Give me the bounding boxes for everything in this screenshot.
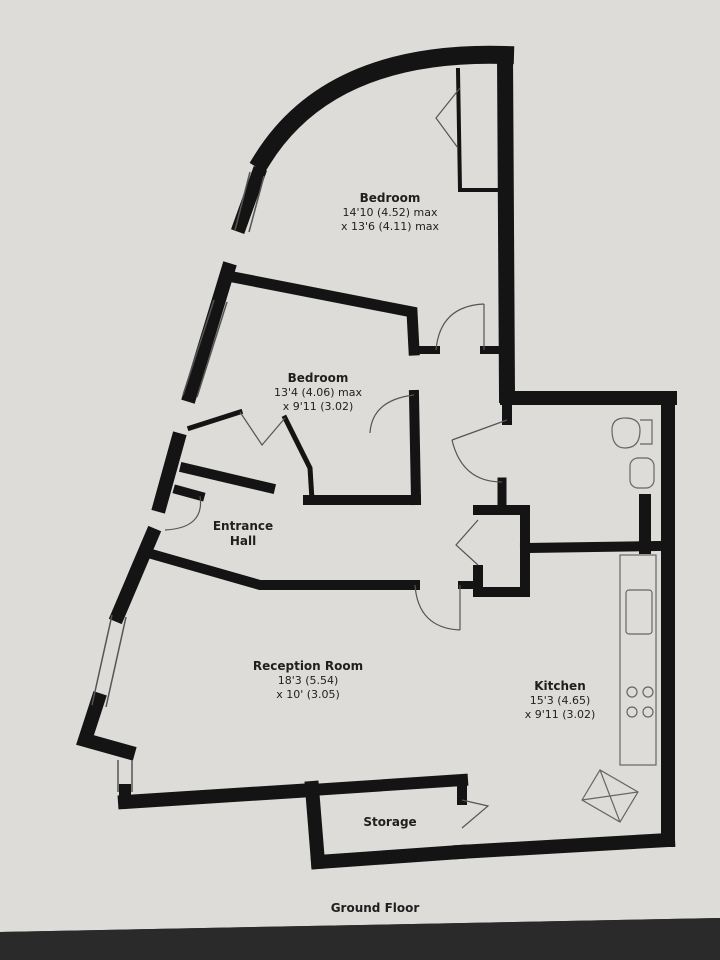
door-bedroom2-arc bbox=[369, 394, 415, 434]
sink-icon bbox=[625, 589, 653, 635]
outer-wall-right-bedroom bbox=[496, 46, 516, 404]
storage-left bbox=[304, 780, 326, 870]
storage-top bbox=[305, 773, 469, 797]
bedroom2-right-wall-lower bbox=[408, 389, 422, 506]
kitchen-dim1: 15'3 (4.65) bbox=[530, 694, 591, 707]
west-wall-bedroom2 bbox=[181, 261, 237, 404]
fixtures bbox=[581, 417, 657, 823]
door-entrance-arc bbox=[164, 495, 202, 531]
outer-wall-curve bbox=[249, 45, 515, 173]
paper-sheet bbox=[0, 0, 720, 932]
reception-bottom-wall bbox=[117, 782, 320, 810]
interior-walls bbox=[148, 67, 666, 597]
kitchen-dim2: x 9'11 (3.02) bbox=[525, 708, 596, 721]
bedroom1-dim1: 14'10 (4.52) max bbox=[342, 206, 438, 219]
outer-wall-bottom-kitchen bbox=[452, 832, 676, 860]
window-bedroom1-inner bbox=[248, 175, 265, 233]
reception-dim1: 18'3 (5.54) bbox=[278, 674, 339, 687]
bedroom2-top-wall bbox=[221, 269, 420, 356]
notch-wall bbox=[76, 691, 137, 761]
window-bedroom1 bbox=[234, 171, 251, 231]
door-cupboard bbox=[455, 519, 479, 566]
door-wardrobe1 bbox=[435, 87, 461, 149]
west-wall-hall bbox=[151, 431, 187, 514]
bedroom2-dim2: x 9'11 (3.02) bbox=[283, 400, 354, 413]
floor-label: Ground Floor bbox=[331, 901, 420, 915]
hall-upper-wall bbox=[172, 484, 206, 502]
reception-dim2: x 10' (3.05) bbox=[276, 688, 340, 701]
storage-bottom bbox=[310, 844, 468, 870]
reception-name: Reception Room bbox=[253, 659, 363, 673]
storage-name: Storage bbox=[363, 815, 416, 829]
room-labels: Bedroom 14'10 (4.52) max x 13'6 (4.11) m… bbox=[213, 191, 595, 915]
bedroom2-bottom-wall-left bbox=[178, 461, 277, 495]
doors bbox=[164, 87, 508, 829]
windows bbox=[91, 171, 265, 792]
door-bathroom-leaf bbox=[451, 419, 508, 441]
west-wall-reception bbox=[108, 525, 162, 625]
door-storage bbox=[461, 799, 490, 829]
bedroom2-name: Bedroom bbox=[288, 371, 349, 385]
bedroom1-dim2: x 13'6 (4.11) max bbox=[341, 220, 440, 233]
bedroom2-wardrobe bbox=[186, 408, 315, 503]
window-reception bbox=[91, 614, 113, 706]
window-reception-inner bbox=[105, 616, 127, 708]
hall-reception-wall bbox=[148, 548, 420, 590]
boiler-icon bbox=[581, 769, 639, 823]
hob-ring-icon bbox=[626, 686, 638, 698]
door-reception-arc bbox=[414, 584, 461, 631]
west-wall-bedroom1 bbox=[231, 166, 267, 234]
hob-ring-icon bbox=[642, 686, 654, 698]
entrance-line2: Hall bbox=[230, 534, 256, 548]
bedroom1-name: Bedroom bbox=[360, 191, 421, 205]
bathroom-bottom-wall bbox=[519, 540, 666, 554]
entrance-line1: Entrance bbox=[213, 519, 273, 533]
bedroom1-wardrobe bbox=[455, 67, 502, 192]
bedroom2-dim1: 13'4 (4.06) max bbox=[274, 386, 363, 399]
kitchen-worktop bbox=[619, 554, 657, 766]
walls bbox=[76, 45, 677, 870]
basin-icon bbox=[629, 457, 655, 489]
door-bathroom-arc bbox=[451, 439, 503, 483]
hob-ring-icon bbox=[642, 706, 654, 718]
hob-ring-icon bbox=[626, 706, 638, 718]
toilet-icon bbox=[611, 417, 653, 449]
door-bedroom1-arc bbox=[435, 303, 485, 351]
dark-background bbox=[0, 918, 720, 960]
window-bedroom2 bbox=[182, 299, 215, 396]
door-wardrobe2 bbox=[239, 411, 286, 446]
kitchen-name: Kitchen bbox=[534, 679, 586, 693]
window-bedroom2-inner bbox=[196, 301, 228, 398]
